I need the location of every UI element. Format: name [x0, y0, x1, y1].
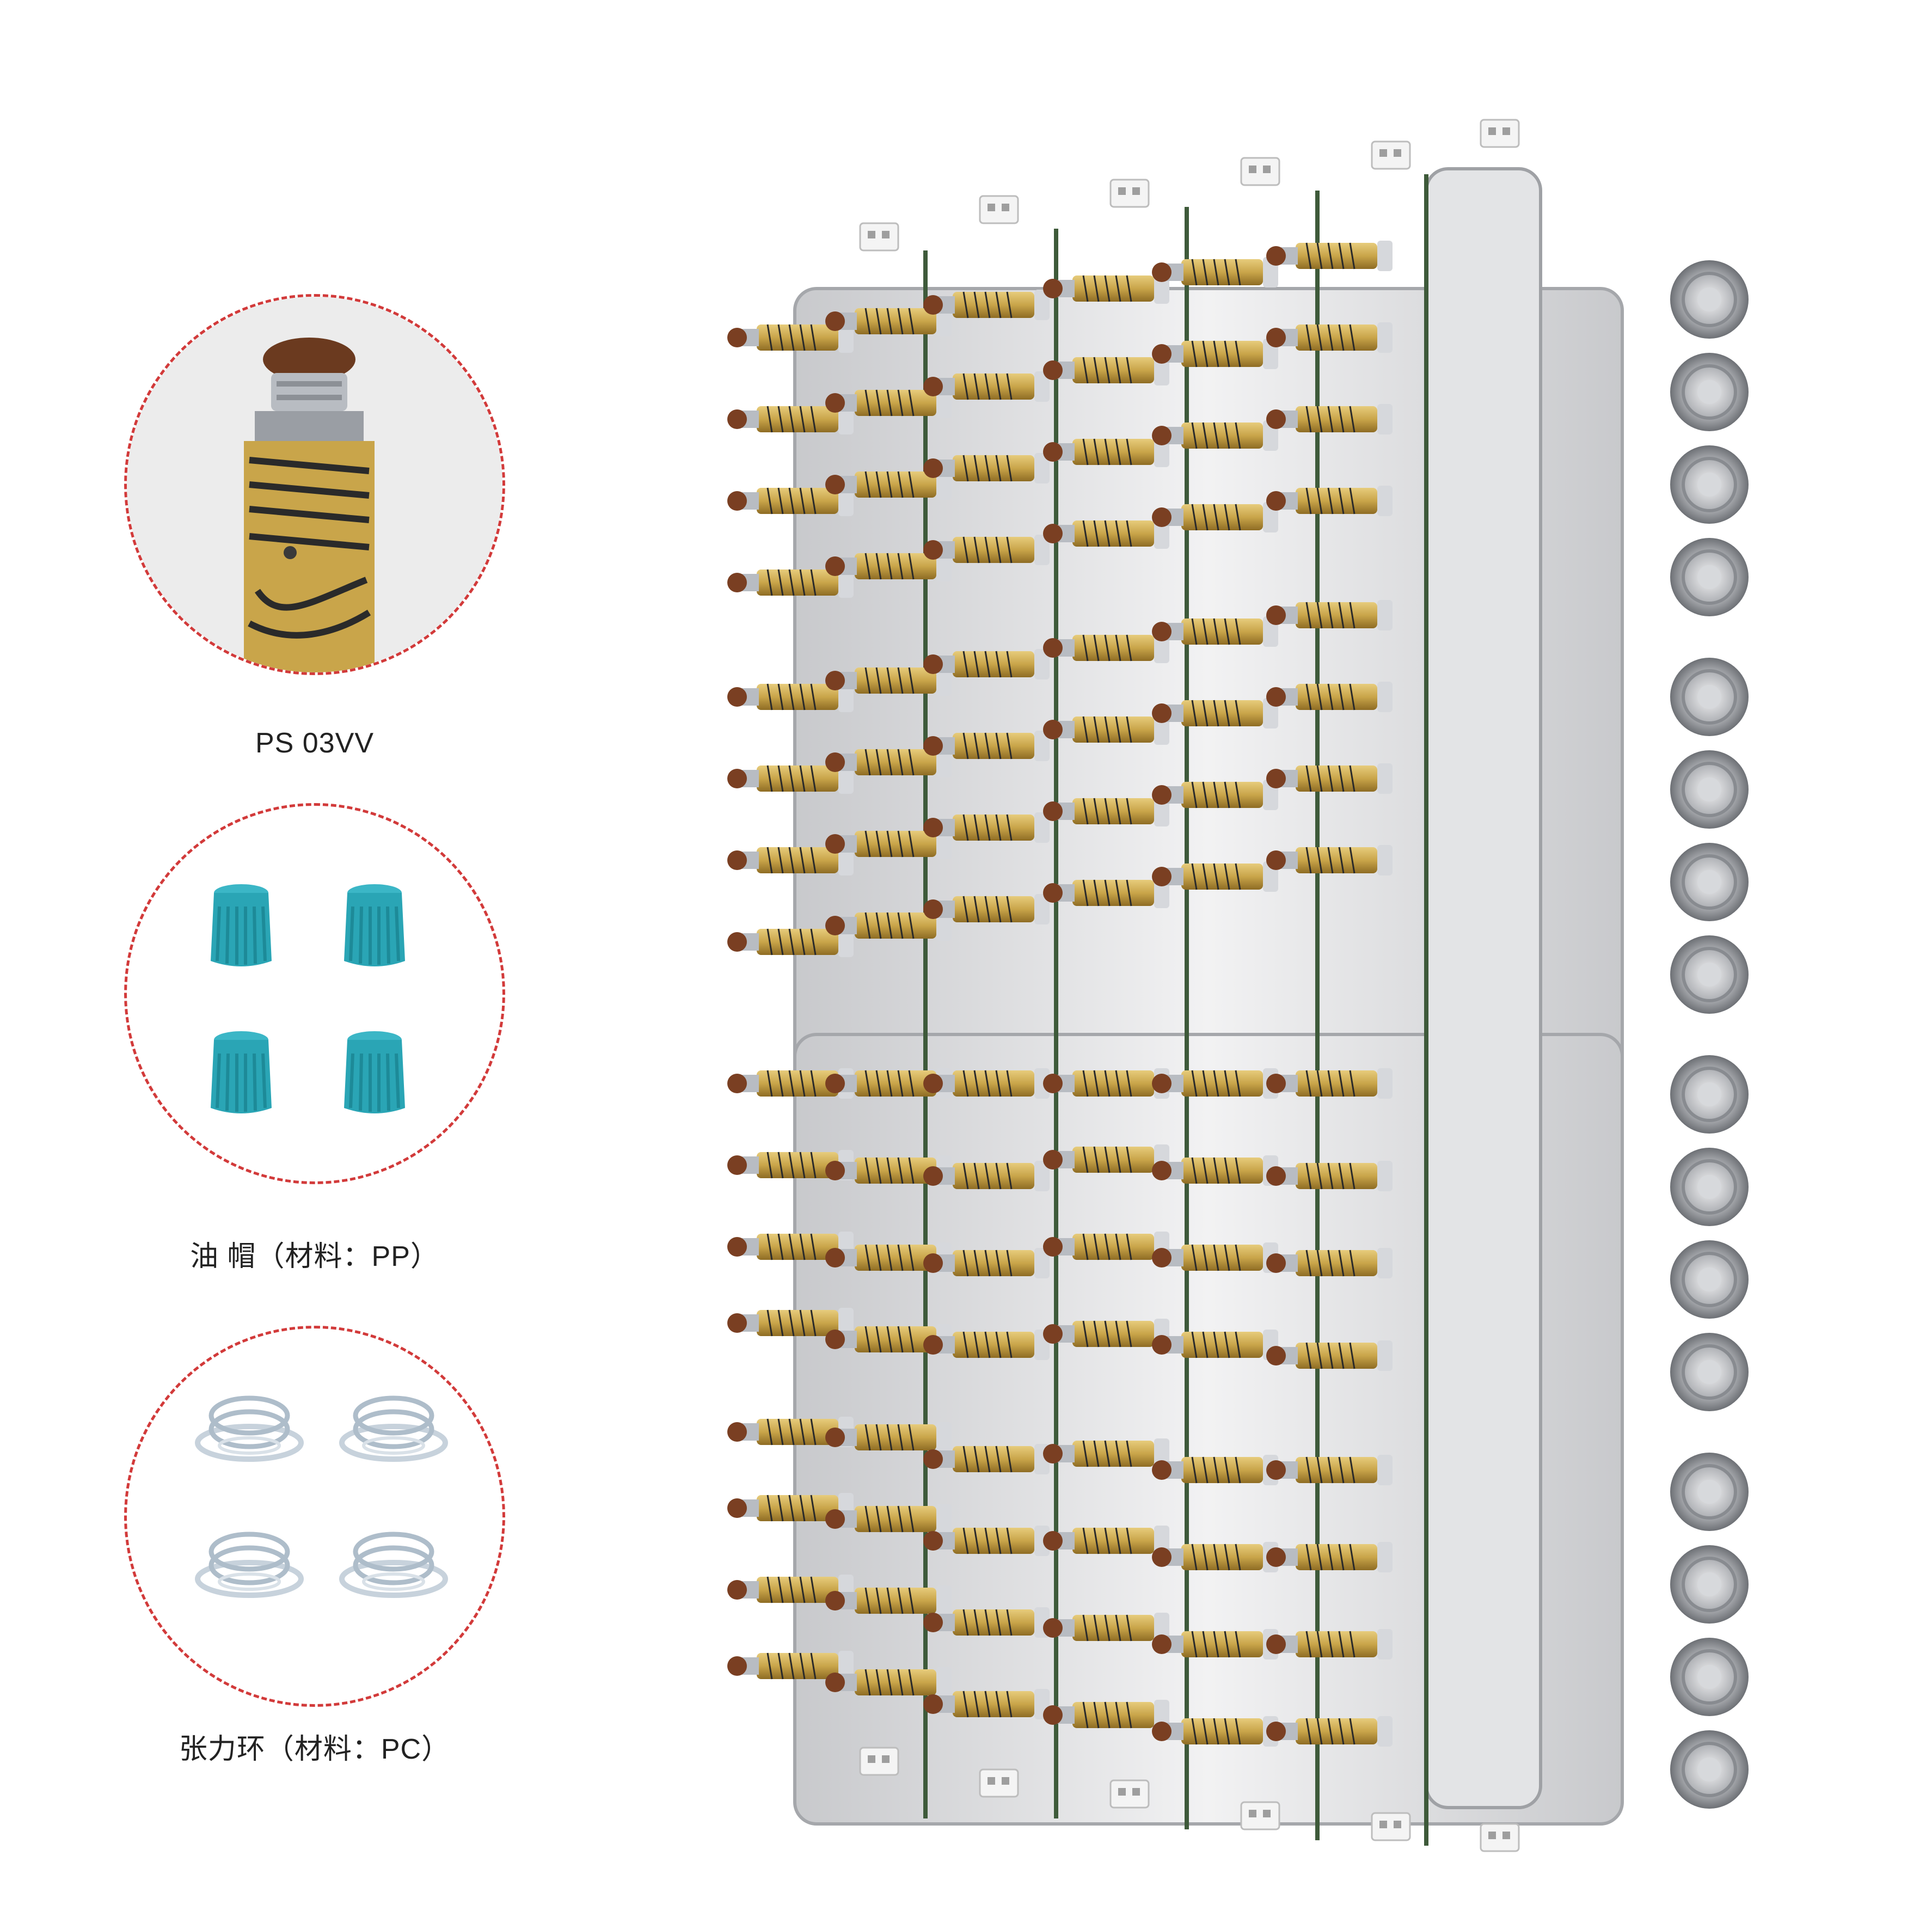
tension-ring-caption: 张力环（材料：PC） [179, 1734, 451, 1765]
tension-ring-callout [124, 1326, 505, 1707]
oil-cap-caption: 油 帽（材料：PP） [190, 1241, 439, 1272]
probe-callout [124, 294, 505, 675]
tension-ring-icon [127, 1328, 502, 1704]
connector-hub-column [1670, 260, 1749, 1809]
oil-cap-icon [127, 806, 502, 1181]
probe-caption: PS 03VV [255, 727, 375, 759]
spring-probe-icon [127, 297, 502, 672]
probe-block-assembly-icon [726, 119, 1884, 1852]
oil-cap-callout [124, 803, 505, 1184]
